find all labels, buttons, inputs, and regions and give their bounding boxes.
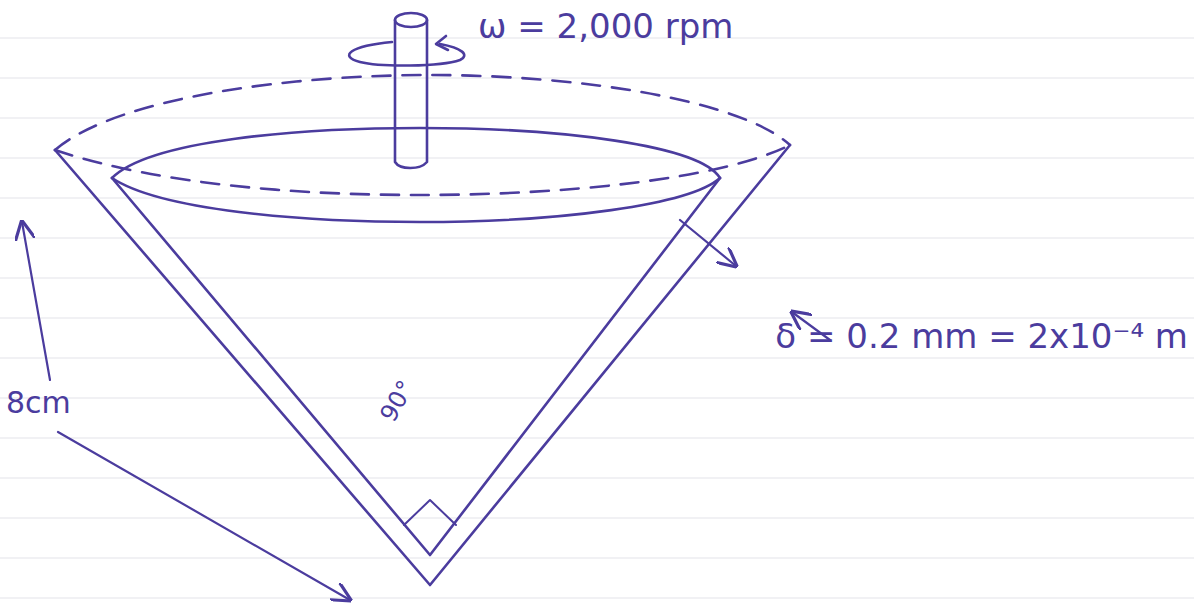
inner-cone <box>112 178 720 555</box>
dimension-line <box>58 432 350 600</box>
shaft <box>395 20 427 168</box>
cone-angle: 90° <box>375 376 419 426</box>
dimension-line <box>22 222 50 380</box>
inner-rim <box>112 128 720 178</box>
shaft <box>395 13 427 27</box>
inner-rim <box>112 178 720 222</box>
rotation-speed: ω = 2,000 rpm <box>478 8 733 45</box>
paper-lines <box>0 38 1194 598</box>
gap-arrow <box>680 220 736 266</box>
outer-rim <box>55 75 790 150</box>
rotation-arrow <box>349 42 464 66</box>
outer-cone <box>55 145 790 585</box>
rotation-arrow <box>436 36 448 50</box>
slant-length: 8cm <box>6 386 71 419</box>
gap-thickness: δ = 0.2 mm = 2x10⁻⁴ m <box>775 318 1188 355</box>
angle-mark <box>404 500 456 525</box>
